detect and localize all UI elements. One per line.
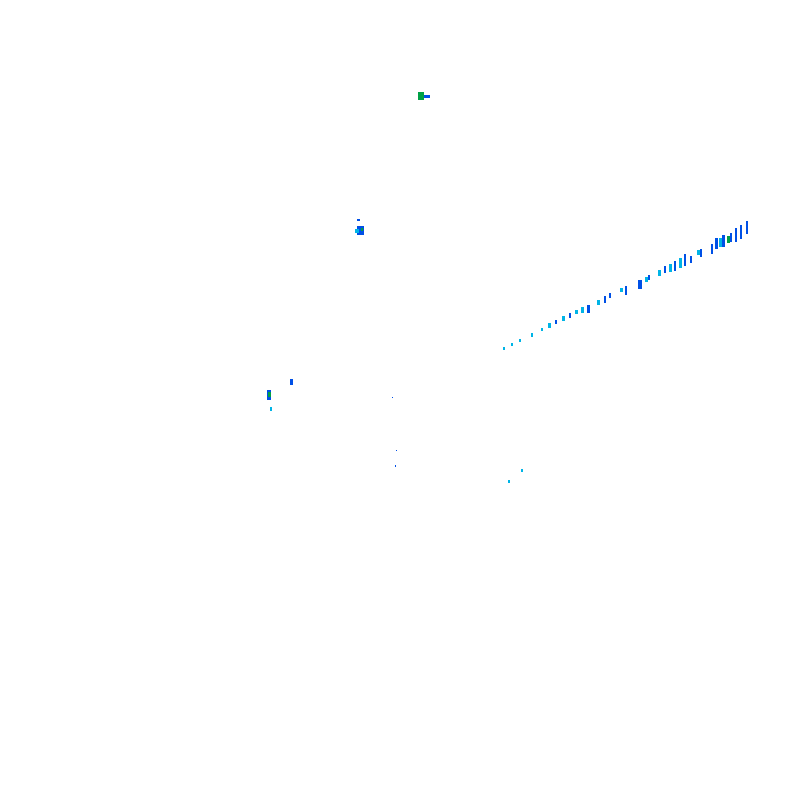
echo-moderate (690, 256, 692, 263)
echo-light (645, 277, 648, 282)
echo-light (503, 347, 505, 350)
echo-light (511, 343, 513, 346)
echo-moderate (290, 379, 293, 385)
echo-light (519, 339, 521, 342)
central-scattered-specks (392, 397, 397, 467)
echo-heavy (361, 228, 363, 231)
echo-light (697, 250, 700, 255)
echo-moderate (674, 261, 676, 271)
echo-light (355, 229, 359, 233)
echo-light (548, 323, 551, 328)
echo-moderate (424, 95, 430, 98)
echo-light (541, 328, 543, 331)
echo-moderate (711, 244, 713, 254)
echo-light (581, 307, 584, 313)
echo-moderate (357, 219, 360, 221)
echo-speck (395, 465, 396, 467)
north-isolated-cell (418, 92, 430, 100)
echo-heavy (268, 392, 271, 397)
echo-light (521, 469, 523, 472)
echo-moderate (730, 233, 732, 242)
echo-light (508, 480, 510, 483)
echo-light (679, 258, 682, 268)
echo-light (597, 300, 600, 305)
echo-light (719, 238, 722, 247)
north-central-cell (355, 219, 364, 235)
echo-moderate (609, 293, 611, 298)
echo-speck (396, 450, 397, 451)
southeast-specks (508, 469, 523, 483)
echo-speck (392, 397, 393, 398)
echo-moderate (664, 266, 666, 273)
echo-light (658, 270, 661, 276)
echo-moderate (740, 225, 742, 239)
echo-moderate (684, 254, 686, 266)
echo-moderate (715, 238, 718, 249)
echo-heavy (418, 92, 424, 100)
echo-moderate (555, 320, 557, 324)
echo-moderate (604, 296, 606, 303)
echo-moderate (587, 305, 590, 313)
echo-moderate (746, 221, 748, 234)
echo-moderate (735, 228, 737, 242)
northeast-echo-band (503, 221, 748, 350)
echo-moderate (625, 286, 627, 295)
echo-light (669, 264, 672, 272)
echo-light (531, 333, 533, 337)
echo-moderate (357, 226, 364, 235)
echo-moderate (722, 235, 725, 247)
echo-moderate (648, 275, 650, 280)
echo-moderate (569, 313, 571, 318)
echo-moderate (638, 280, 642, 289)
echo-moderate (700, 249, 702, 257)
west-cell (267, 379, 293, 411)
echo-light (270, 407, 272, 411)
echo-light (575, 310, 578, 314)
echo-heavy (727, 236, 730, 243)
echo-light (562, 316, 565, 321)
echo-light (620, 288, 623, 292)
